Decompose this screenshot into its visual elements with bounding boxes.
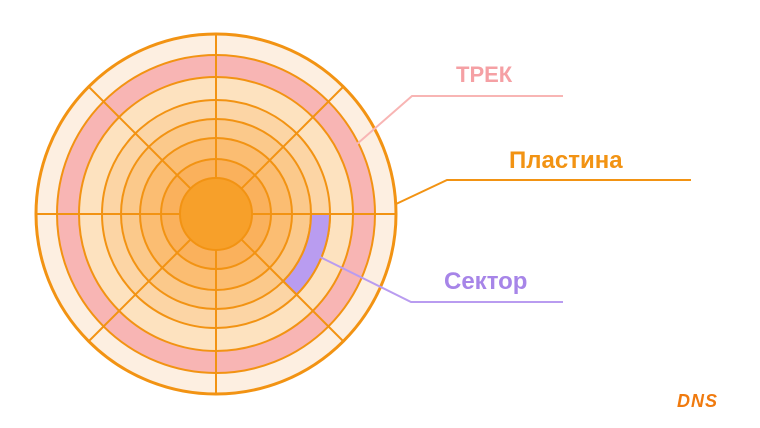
- leader-lines: [317, 95, 691, 303]
- platter-leader-line: [395, 179, 691, 205]
- sector-label: Сектор: [444, 268, 527, 295]
- platter-disk: [34, 32, 398, 396]
- track-label: ТРЕК: [456, 62, 513, 87]
- platter-label: Пластина: [509, 147, 623, 174]
- track-leader-line: [356, 95, 563, 145]
- spindle-hub: [179, 177, 253, 251]
- sector-leader-line: [317, 255, 563, 303]
- dns-logo: DNS: [677, 391, 718, 411]
